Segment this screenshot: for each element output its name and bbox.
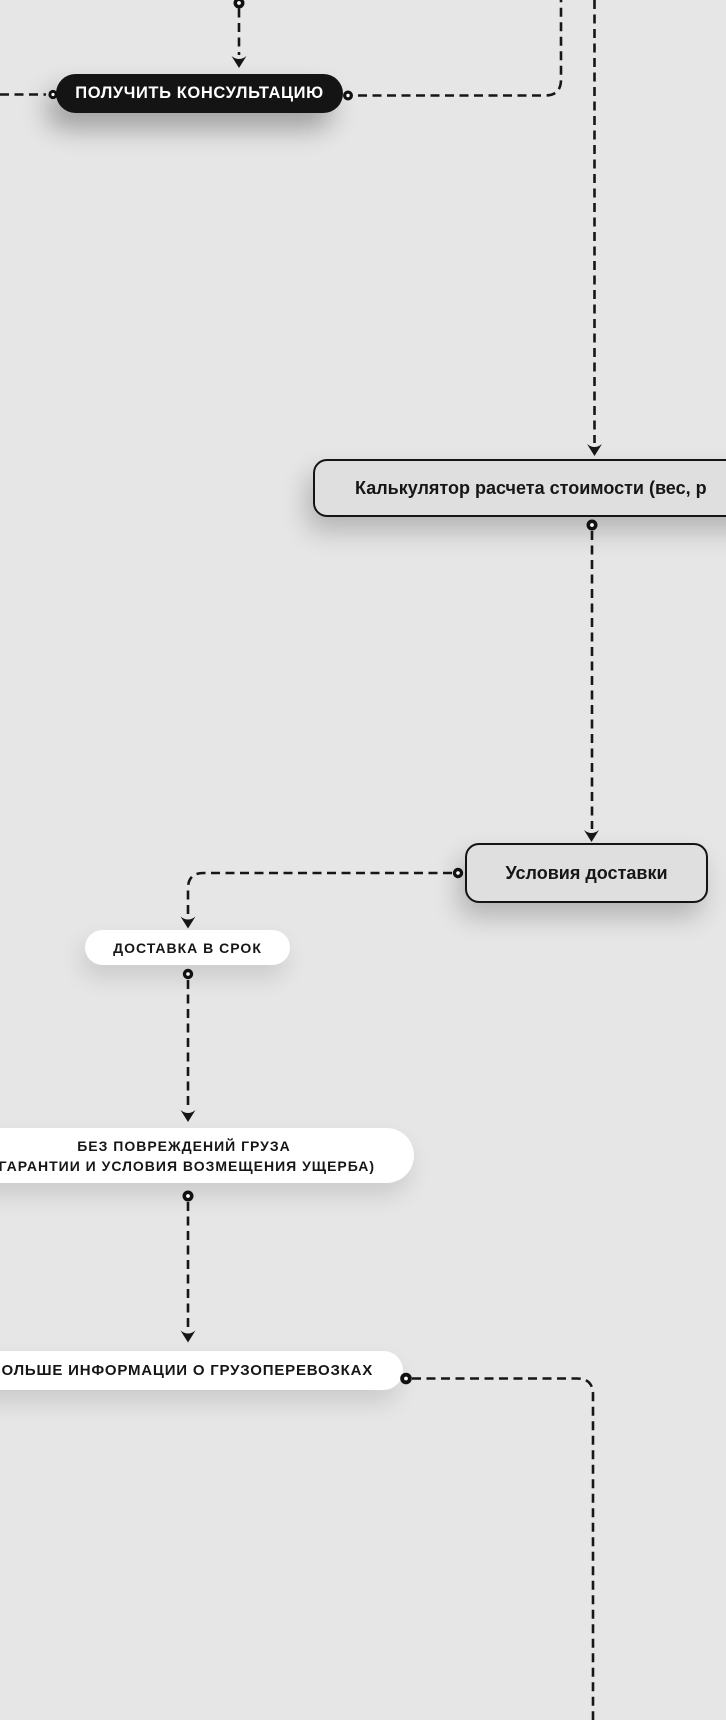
node-delivery-on-time[interactable]: ДОСТАВКА В СРОК xyxy=(85,930,290,965)
node-more-info[interactable]: БОЛЬШЕ ИНФОРМАЦИИ О ГРУЗОПЕРЕВОЗКАХ xyxy=(0,1351,403,1390)
node-no-damage[interactable]: БЕЗ ПОВРЕЖДЕНИЙ ГРУЗА (ГАРАНТИИ И УСЛОВИ… xyxy=(0,1128,414,1183)
node-no-damage-label-line2: (ГАРАНТИИ И УСЛОВИЯ ВОЗМЕЩЕНИЯ УЩЕРБА) xyxy=(0,1157,376,1174)
dot-calculator-bottom xyxy=(586,519,598,531)
dot-top-edge xyxy=(233,0,245,9)
arrowhead-into-on-time xyxy=(180,916,196,929)
node-delivery-terms[interactable]: Условия доставки xyxy=(465,843,708,903)
dot-delivery-terms-left xyxy=(452,867,464,879)
arrowhead-into-consultation xyxy=(231,56,247,68)
node-calculator-label: Калькулятор расчета стоимости (вес, р xyxy=(355,477,707,498)
dot-no-damage-bottom xyxy=(182,1190,194,1202)
node-more-info-label: БОЛЬШЕ ИНФОРМАЦИИ О ГРУЗОПЕРЕВОЗКАХ xyxy=(0,1362,374,1379)
node-delivery-on-time-label: ДОСТАВКА В СРОК xyxy=(113,939,262,956)
arrowhead-into-more-info xyxy=(180,1330,196,1343)
dot-on-time-bottom xyxy=(182,968,194,980)
node-calculator[interactable]: Калькулятор расчета стоимости (вес, р xyxy=(313,459,726,517)
dot-consultation-right xyxy=(343,90,353,101)
arrowhead-into-delivery-terms xyxy=(584,830,599,842)
node-consultation-label: ПОЛУЧИТЬ КОНСУЛЬТАЦИЮ xyxy=(75,84,324,102)
arrowhead-into-no-damage xyxy=(180,1110,196,1122)
arrowhead-into-calculator xyxy=(587,444,602,456)
node-no-damage-label-line1: БЕЗ ПОВРЕЖДЕНИЙ ГРУЗА xyxy=(77,1137,291,1154)
connector-more-info-to-bottom xyxy=(412,1377,595,1720)
node-consultation[interactable]: ПОЛУЧИТЬ КОНСУЛЬТАЦИЮ xyxy=(56,74,343,113)
connector-delivery-terms-to-on-time xyxy=(186,871,452,916)
node-delivery-terms-label: Условия доставки xyxy=(505,862,668,883)
connector-consultation-to-top xyxy=(358,0,563,97)
